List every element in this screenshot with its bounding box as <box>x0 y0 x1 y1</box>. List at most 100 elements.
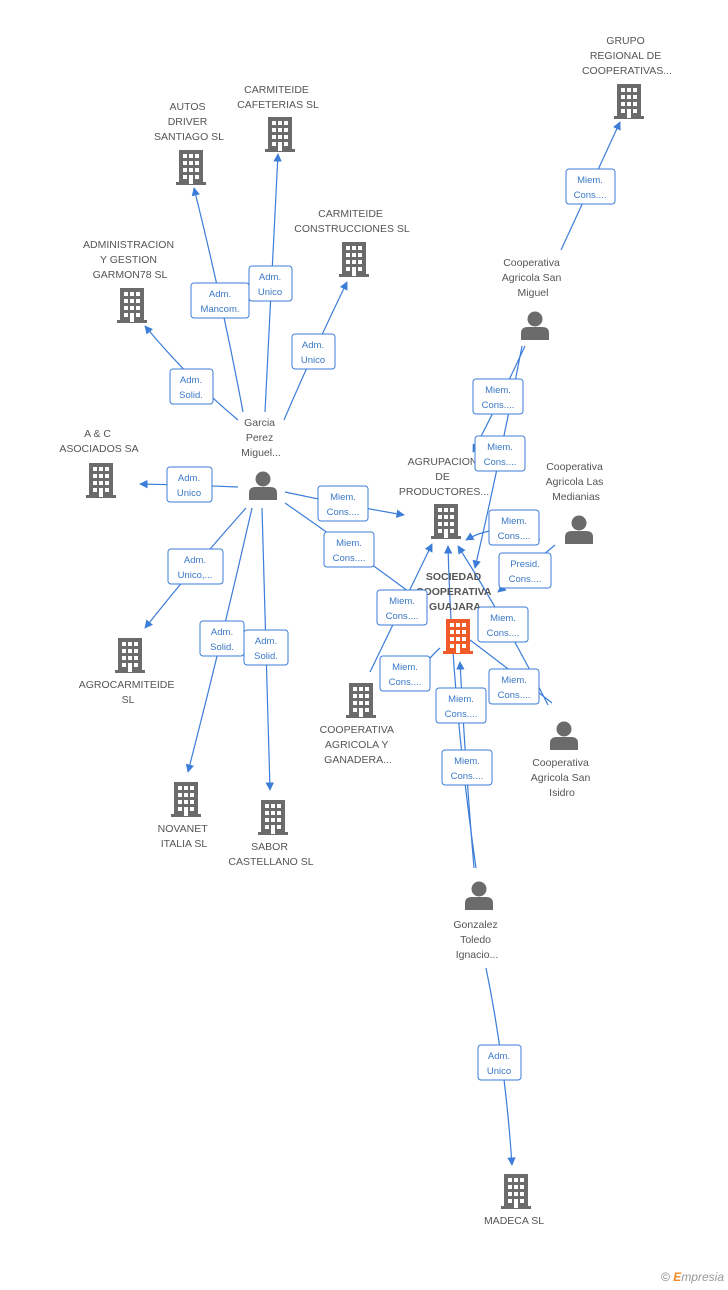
svg-text:GRUPO REGIONAL DE: GRUPO REGIONAL DE COOPERATIVAS... <box>582 35 672 77</box>
svg-text:Cooperativa Agricola S: Cooperativa Agricola San Isidro <box>531 757 593 799</box>
node-administracion-garmon[interactable]: ADMINISTRACION Y GESTION GARMON78 SL <box>83 239 177 323</box>
svg-text:Miem.Cons....: Miem.Cons.... <box>484 442 517 468</box>
svg-text:Adm.Unico: Adm.Unico <box>487 1051 511 1077</box>
node-ac-asociados[interactable]: A & C ASOCIADOS SA <box>59 428 139 498</box>
svg-text:Miem.Cons....: Miem.Cons.... <box>574 175 607 201</box>
building-icon <box>176 150 206 185</box>
edge-label-e4[interactable]: Adm.Unico <box>291 333 336 370</box>
node-agrocarmiteide[interactable]: AGROCARMITEIDE SL <box>79 638 178 706</box>
edge-label-e22[interactable]: Adm.Unico <box>477 1044 522 1081</box>
svg-text:Miem.Cons....: Miem.Cons.... <box>389 662 422 688</box>
building-icon <box>346 683 376 718</box>
svg-text:Miem.Cons....: Miem.Cons.... <box>451 756 484 782</box>
svg-text:Miem.Cons....: Miem.Cons.... <box>333 538 366 564</box>
node-coop-san-isidro[interactable]: Cooperativa Agricola San Isidro <box>531 721 593 800</box>
svg-text:Presid.Cons....: Presid.Cons.... <box>509 559 542 585</box>
building-icon <box>115 638 145 673</box>
svg-text:AGROCARMITEIDE SL: AGROCARMITEIDE SL <box>79 679 178 706</box>
svg-text:AGRUPACION DE: AGRUPACION DE PRODUCTORES... <box>399 456 489 498</box>
building-icon <box>258 800 288 835</box>
node-agrupacion[interactable]: AGRUPACION DE PRODUCTORES... <box>399 456 489 539</box>
edge-label-e19[interactable]: Miem.Cons.... <box>379 655 431 692</box>
edge-label-e18[interactable]: Miem.Cons.... <box>488 668 540 705</box>
svg-text:CARMITEIDE CONSTRUCCIO: CARMITEIDE CONSTRUCCIONES SL <box>294 208 410 235</box>
svg-text:Gonzalez Toledo: Gonzalez Toledo Ignacio... <box>453 919 500 961</box>
edge-label-e11[interactable]: Adm.Solid. <box>243 629 289 666</box>
svg-text:NOVANET ITALIA SL: NOVANET ITALIA SL <box>158 823 211 850</box>
svg-text:Miem.Cons....: Miem.Cons.... <box>487 613 520 639</box>
building-icon <box>117 288 147 323</box>
node-coop-agricola-ganadera[interactable]: COOPERATIVA AGRICOLA Y GANADERA... <box>320 683 397 766</box>
svg-text:CARMITEIDE CAFETERIAS: CARMITEIDE CAFETERIAS SL <box>237 84 319 111</box>
building-icon <box>265 117 295 152</box>
svg-text:Adm.Solid.: Adm.Solid. <box>179 375 203 401</box>
svg-text:Cooperativa Agricola L: Cooperativa Agricola Las Medianias <box>546 461 607 503</box>
svg-text:Adm.Mancom.: Adm.Mancom. <box>200 289 239 315</box>
edge-label-e12[interactable]: Miem.Cons.... <box>472 378 524 415</box>
edge-label-e14[interactable]: Miem.Cons.... <box>488 509 540 546</box>
brand-initial: E <box>673 1270 682 1284</box>
svg-text:Garcia Perez M: Garcia Perez Miguel... <box>241 417 281 459</box>
copyright-symbol: © <box>661 1270 670 1284</box>
edge-label-e2[interactable]: Adm.Mancom. <box>190 282 250 319</box>
node-coop-san-miguel[interactable]: Cooperativa Agricola San Miguel <box>502 257 564 340</box>
svg-text:Adm.Unico: Adm.Unico <box>258 272 282 298</box>
edge-label-e3[interactable]: Adm.Unico <box>248 265 293 302</box>
node-garcia-perez[interactable]: Garcia Perez Miguel... <box>241 417 281 500</box>
edge-label-e15[interactable]: Presid.Cons.... <box>498 552 552 589</box>
building-icon <box>171 782 201 817</box>
svg-text:Adm.Solid.: Adm.Solid. <box>254 636 278 662</box>
person-icon <box>565 515 593 544</box>
node-carmiteide-cafeterias[interactable]: CARMITEIDE CAFETERIAS SL <box>237 84 319 152</box>
node-gonzalez-toledo[interactable]: Gonzalez Toledo Ignacio... <box>453 881 500 962</box>
edge-label-e21[interactable]: Miem.Cons.... <box>441 749 493 786</box>
edge-label-e7[interactable]: Miem.Cons.... <box>317 485 369 522</box>
building-icon <box>501 1174 531 1209</box>
person-icon <box>550 721 578 750</box>
node-carmiteide-construcciones[interactable]: CARMITEIDE CONSTRUCCIONES SL <box>294 208 410 277</box>
svg-text:Miem.Cons....: Miem.Cons.... <box>498 675 531 701</box>
svg-text:Adm.Solid.: Adm.Solid. <box>210 627 234 653</box>
person-icon <box>249 471 277 500</box>
svg-text:Adm.Unico: Adm.Unico <box>177 473 201 499</box>
edge-label-e5[interactable]: Adm.Solid. <box>169 368 214 405</box>
svg-text:Miem.Cons....: Miem.Cons.... <box>482 385 515 411</box>
brand-name: mpresia <box>681 1270 724 1284</box>
node-grupo-regional[interactable]: GRUPO REGIONAL DE COOPERATIVAS... <box>582 35 672 119</box>
svg-text:Miem.Cons....: Miem.Cons.... <box>445 694 478 720</box>
node-madeca[interactable]: MADECA SL <box>484 1174 544 1227</box>
building-icon <box>614 84 644 119</box>
svg-text:ADMINISTRACION Y GESTI: ADMINISTRACION Y GESTION GARMON78 SL <box>83 239 177 281</box>
building-icon <box>86 463 116 498</box>
edge-label-e9[interactable]: Adm.Unico,... <box>167 548 224 585</box>
svg-text:A & C ASOCIADOS SA: A & C ASOCIADOS SA <box>59 428 138 455</box>
svg-text:Adm.Unico,...: Adm.Unico,... <box>178 555 213 581</box>
svg-text:AUTOS DRIVER S: AUTOS DRIVER SANTIAGO SL <box>154 101 224 143</box>
edge-label-e1[interactable]: Miem.Cons.... <box>565 168 616 205</box>
building-icon <box>431 504 461 539</box>
building-icon <box>443 619 473 654</box>
edge-label-e16[interactable]: Miem.Cons.... <box>376 589 428 626</box>
edge-label-e13[interactable]: Miem.Cons.... <box>474 435 526 472</box>
building-icon <box>339 242 369 277</box>
node-sabor-castellano[interactable]: SABOR CASTELLANO SL <box>228 800 314 868</box>
edge-label-e8[interactable]: Miem.Cons.... <box>323 531 375 568</box>
svg-text:MADECA SL: MADECA SL <box>484 1215 544 1227</box>
node-autos-driver[interactable]: AUTOS DRIVER SANTIAGO SL <box>154 101 224 185</box>
person-icon <box>521 311 549 340</box>
edge-label-e6[interactable]: Adm.Unico <box>166 466 213 503</box>
edge-label-e10[interactable]: Adm.Solid. <box>199 620 245 657</box>
node-novanet[interactable]: NOVANET ITALIA SL <box>158 782 211 850</box>
svg-text:SOCIEDAD COOPERATIVA: SOCIEDAD COOPERATIVA GUAJARA <box>416 571 494 613</box>
svg-text:Adm.Unico: Adm.Unico <box>301 340 325 366</box>
edge-label-e17[interactable]: Miem.Cons.... <box>477 606 529 643</box>
svg-text:COOPERATIVA AGRICOLA Y: COOPERATIVA AGRICOLA Y GANADERA... <box>320 724 397 766</box>
edge-label-e20[interactable]: Miem.Cons.... <box>435 687 487 724</box>
node-coop-las-medianias[interactable]: Cooperativa Agricola Las Medianias <box>546 461 607 544</box>
brand-watermark: © Empresia <box>661 1270 724 1284</box>
svg-text:Miem.Cons....: Miem.Cons.... <box>327 492 360 518</box>
svg-text:Miem.Cons....: Miem.Cons.... <box>386 596 419 622</box>
person-icon <box>465 881 493 910</box>
node-sociedad-guajara[interactable]: SOCIEDAD COOPERATIVA GUAJARA <box>416 571 494 654</box>
